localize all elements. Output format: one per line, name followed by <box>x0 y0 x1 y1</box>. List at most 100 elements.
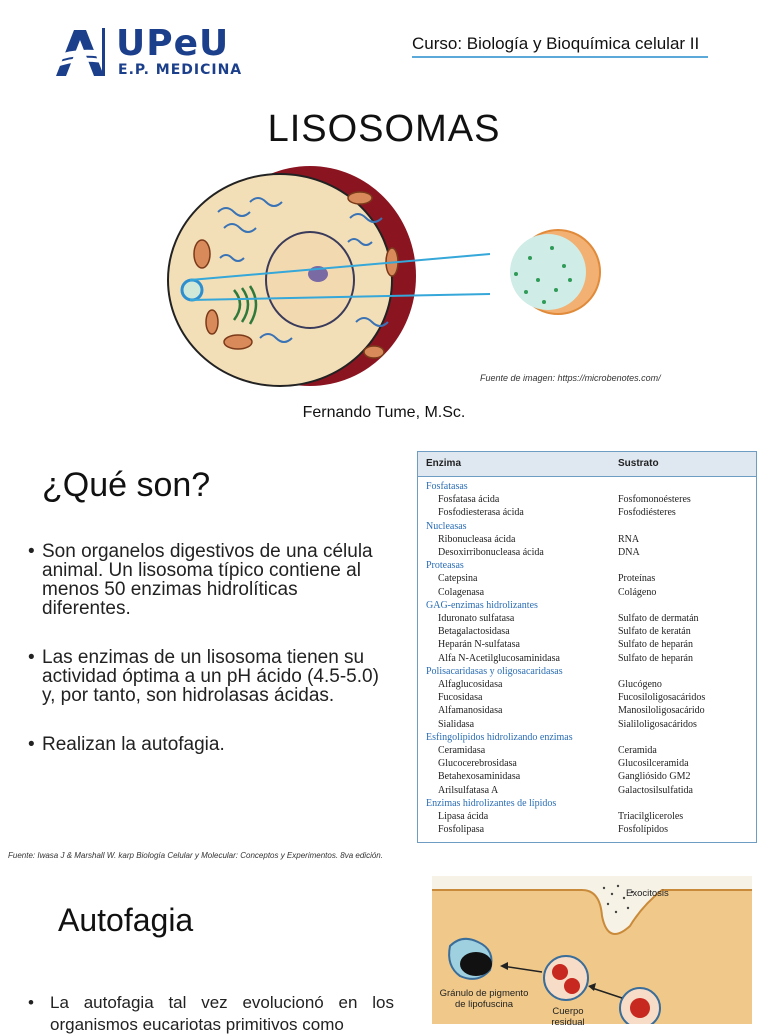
enzyme-cell: Iduronato sulfatasa <box>438 613 515 624</box>
enzyme-cell: Desoxirribonucleasa ácida <box>438 547 544 558</box>
column-header-enzima: Enzima <box>426 458 462 469</box>
section-title-autofagia: Autofagia <box>58 902 194 938</box>
bullet-item: •Son organelos digestivos de una célula … <box>28 541 373 619</box>
enzyme-cell: Fosfatasa ácida <box>438 494 500 506</box>
enzyme-cell: Betagalactosidasa <box>438 626 510 638</box>
column-header-sustrato: Sustrato <box>618 458 659 469</box>
enzyme-cell: Polisacaridasas y oligosacaridasas <box>426 665 563 677</box>
bullet-item: •Realizan la autofagia. <box>28 734 225 755</box>
enzyme-cell: Arilsulfatasa A <box>438 784 499 796</box>
substrate-cell: Sialiloligosacáridos <box>618 718 697 730</box>
autofagia-bullet: • La autofagia tal vez evolucionó en los… <box>28 992 394 1036</box>
substrate-cell: Gangliósido GM2 <box>618 771 691 783</box>
animal-cell-illustration <box>167 166 601 387</box>
table-category-row: Fosfatasas <box>418 480 756 493</box>
enzyme-cell: GAG-enzimas hidrolizantes <box>426 599 538 611</box>
table-row: Catepsina Proteínas <box>418 572 756 585</box>
substrate-cell: Manosiloligosacárido <box>618 705 705 717</box>
substrate-cell: Triacilgliceroles <box>618 811 684 822</box>
table-header: Enzima Sustrato <box>418 452 756 477</box>
course-underline <box>412 56 708 58</box>
enzyme-cell: Fosfatasas <box>426 481 468 492</box>
enzyme-cell: Fosfolipasa <box>438 824 485 836</box>
substrate-cell: Sulfato de dermatán <box>618 613 699 624</box>
substrate-cell: DNA <box>618 547 640 558</box>
enzyme-cell: Ceramidasa <box>438 745 486 756</box>
logo-divider <box>102 28 105 76</box>
table-category-row: GAG-enzimas hidrolizantes <box>418 599 756 612</box>
course-title: Curso: Biología y Bioquímica celular II <box>412 34 700 53</box>
section-title-que-son: ¿Qué son? <box>42 466 211 504</box>
table-row: Ceramidasa Ceramida <box>418 744 756 757</box>
substrate-cell: Fosfomonoésteres <box>618 494 691 506</box>
enzyme-cell: Sialidasa <box>438 718 475 730</box>
table-row: Fosfodiesterasa ácida Fosfodiésteres <box>418 506 756 519</box>
bullet-item: •Las enzimas de un lisosoma tienen su ac… <box>28 647 379 706</box>
table-row: Alfaglucosidasa Glucógeno <box>418 678 756 691</box>
label-granulo-lipofuscina: Gránulo de pigmento de lipofuscina <box>439 988 529 1010</box>
table-row: Fucosidasa Fucosiloligosacáridos <box>418 691 756 704</box>
enzyme-cell: Fucosidasa <box>438 692 483 704</box>
table-row: Sialidasa Sialiloligosacáridos <box>418 718 756 731</box>
substrate-cell: Fosfolípidos <box>618 824 669 836</box>
substrate-cell: Glucógeno <box>618 679 662 690</box>
bullet-text: Las enzimas de un lisosoma tienen su act… <box>42 647 379 706</box>
enzyme-cell: Alfamanosidasa <box>438 705 503 717</box>
bullet-text: Realizan la autofagia. <box>42 734 225 755</box>
table-row: Arilsulfatasa A Galactosilsulfatida <box>418 784 756 797</box>
substrate-cell: RNA <box>618 533 640 545</box>
table-row: Desoxirribonucleasa ácida DNA <box>418 546 756 559</box>
table-row: Heparán N-sulfatasa Sulfato de heparán <box>418 638 756 651</box>
page-title: LISOSOMAS <box>267 108 501 150</box>
image-source-caption: Fuente de imagen: https://microbenotes.c… <box>480 373 661 383</box>
substrate-cell: Colágeno <box>618 586 657 598</box>
substrate-cell: Sulfato de keratán <box>618 626 691 638</box>
enzyme-cell: Enzimas hidrolizantes de lípidos <box>426 797 557 809</box>
substrate-cell: Ceramida <box>618 745 657 756</box>
label-cuerpo-residual: Cuerpo residual <box>551 1006 585 1028</box>
enzyme-cell: Alfaglucosidasa <box>438 679 503 690</box>
logo-title: UPeU <box>116 23 230 64</box>
substrate-cell: Proteínas <box>618 573 656 585</box>
substrate-cell: Glucosilceramida <box>618 758 689 770</box>
substrate-cell: Sulfato de heparán <box>618 639 693 651</box>
enzyme-cell: Heparán N-sulfatasa <box>438 639 520 651</box>
table-source-caption: Fuente: Iwasa J & Marshall W. karp Biolo… <box>8 851 383 860</box>
bullet-marker: • <box>28 993 34 1012</box>
autophagy-illustration <box>432 876 752 1024</box>
table-category-row: Enzimas hidrolizantes de lípidos <box>418 797 756 810</box>
author-name: Fernando Tume, M.Sc. <box>302 404 466 421</box>
bullet-text: Son organelos digestivos de una célula a… <box>42 541 373 619</box>
autofagia-text: La autofagia tal vez evolucionó en los o… <box>50 993 394 1034</box>
table-row: Fosfolipasa Fosfolípidos <box>418 823 756 836</box>
enzyme-cell: Betahexosaminidasa <box>438 771 521 783</box>
enzyme-cell: Proteasas <box>426 560 464 572</box>
label-exocitosis: Exocitosis <box>626 888 669 899</box>
table-row: Glucocerebrosidasa Glucosilceramida <box>418 757 756 770</box>
enzyme-cell: Nucleasas <box>426 520 467 532</box>
substrate-cell: Galactosilsulfatida <box>618 784 693 796</box>
table-category-row: Proteasas <box>418 559 756 572</box>
substrate-cell: Fosfodiésteres <box>618 507 676 519</box>
enzyme-cell: Glucocerebrosidasa <box>438 758 517 770</box>
table-category-row: Nucleasas <box>418 520 756 533</box>
upeu-logo-icon <box>54 30 108 76</box>
substrate-cell: Fucosiloligosacáridos <box>618 692 706 704</box>
substrate-cell: Sulfato de heparán <box>618 652 693 664</box>
enzyme-cell: Fosfodiesterasa ácida <box>438 507 524 519</box>
table-row: Betahexosaminidasa Gangliósido GM2 <box>418 770 756 783</box>
enzyme-cell: Colagenasa <box>438 586 485 598</box>
enzyme-cell: Catepsina <box>438 573 478 585</box>
table-row: Colagenasa Colágeno <box>418 586 756 599</box>
enzyme-cell: Alfa N-Acetilglucosaminidasa <box>438 652 560 664</box>
enzyme-cell: Lipasa ácida <box>438 811 489 822</box>
table-row: Alfamanosidasa Manosiloligosacárido <box>418 704 756 717</box>
que-son-bullet-list: •Son organelos digestivos de una célula … <box>28 542 388 784</box>
logo-subtitle: E.P. MEDICINA <box>118 62 243 78</box>
table-row: Betagalactosidasa Sulfato de keratán <box>418 625 756 638</box>
enzyme-cell: Ribonucleasa ácida <box>438 533 516 545</box>
table-row: Iduronato sulfatasa Sulfato de dermatán <box>418 612 756 625</box>
table-category-row: Esfingolípidos hidrolizando enzimas <box>418 731 756 744</box>
table-category-row: Polisacaridasas y oligosacaridasas <box>418 665 756 678</box>
